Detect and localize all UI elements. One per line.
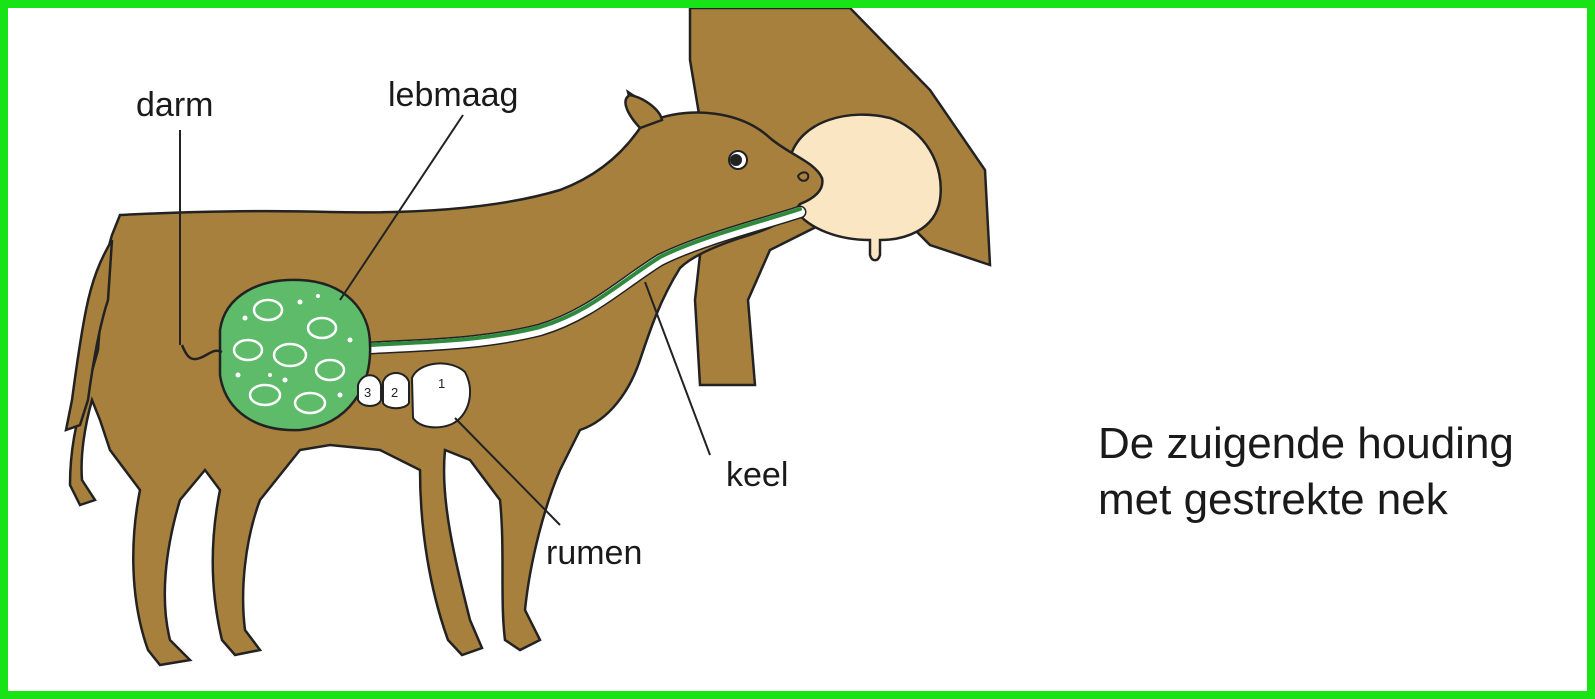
caption-line-1: De zuigende houding [1098,416,1514,472]
label-lebmaag: lebmaag [388,76,518,115]
stomach-number-3: 3 [364,385,371,400]
caption: De zuigende houding met gestrekte nek [1098,416,1514,528]
abomasum [220,280,370,430]
stomach-number-1: 1 [438,376,445,391]
rumen [412,363,470,427]
label-keel: keel [726,456,788,495]
calf-illustration: 3 2 1 [8,8,1587,691]
label-darm: darm [136,86,213,125]
calf-ear [625,95,662,128]
label-rumen: rumen [546,534,642,573]
stomach-number-2: 2 [391,385,398,400]
caption-line-2: met gestrekte nek [1098,472,1514,528]
